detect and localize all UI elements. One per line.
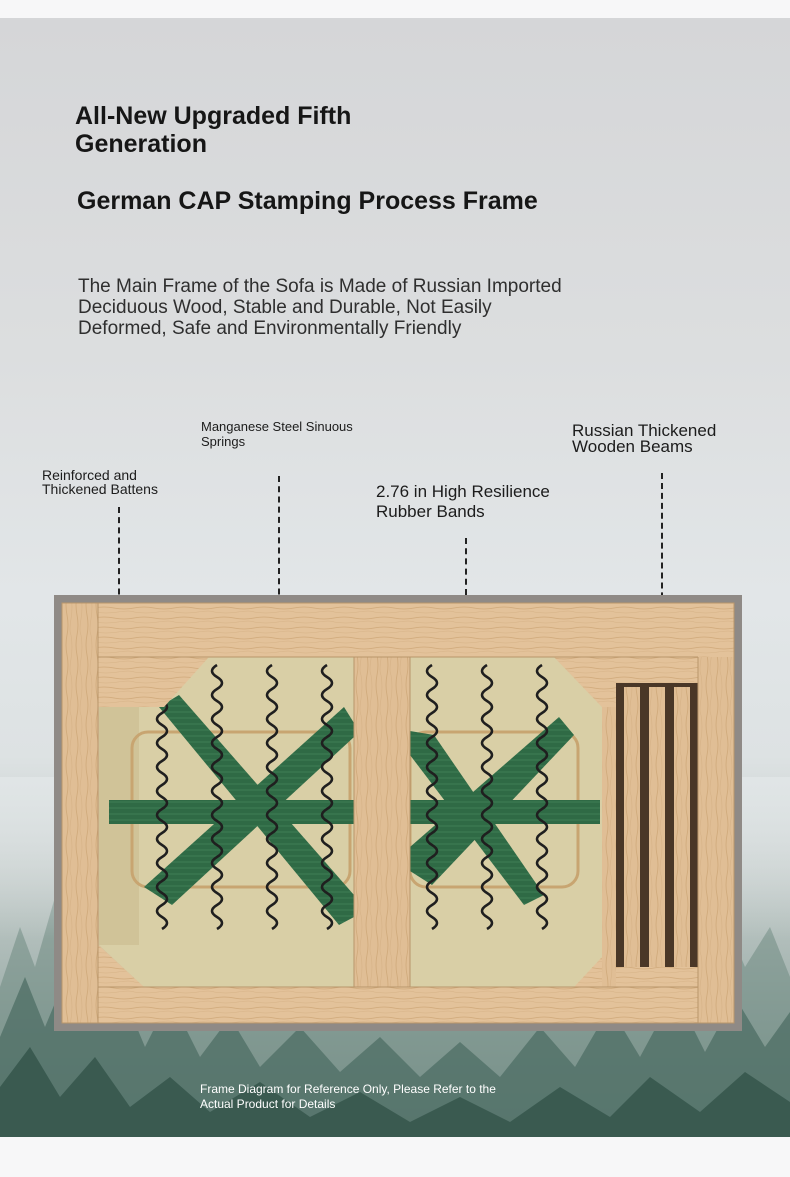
subheadline: German CAP Stamping Process Frame	[77, 187, 538, 215]
callout-beams: Russian Thickened Wooden Beams	[572, 421, 717, 456]
headline: All-New Upgraded Fifth Generation	[75, 102, 352, 158]
sofa-frame-banner: All-New Upgraded Fifth Generation German…	[0, 18, 790, 1137]
disclaimer-caption: Frame Diagram for Reference Only, Please…	[200, 1082, 496, 1111]
callout-battens: Reinforced and Thickened Battens	[42, 467, 158, 497]
callout-springs: Manganese Steel Sinuous Springs	[201, 419, 353, 449]
leader-line-springs	[278, 476, 280, 666]
callout-bands: 2.76 in High Resilience Rubber Bands	[376, 482, 550, 521]
description: The Main Frame of the Sofa is Made of Ru…	[78, 276, 562, 339]
sofa-frame-diagram	[54, 595, 742, 1031]
leader-line-battens	[118, 507, 120, 625]
leader-line-beams	[661, 473, 663, 678]
